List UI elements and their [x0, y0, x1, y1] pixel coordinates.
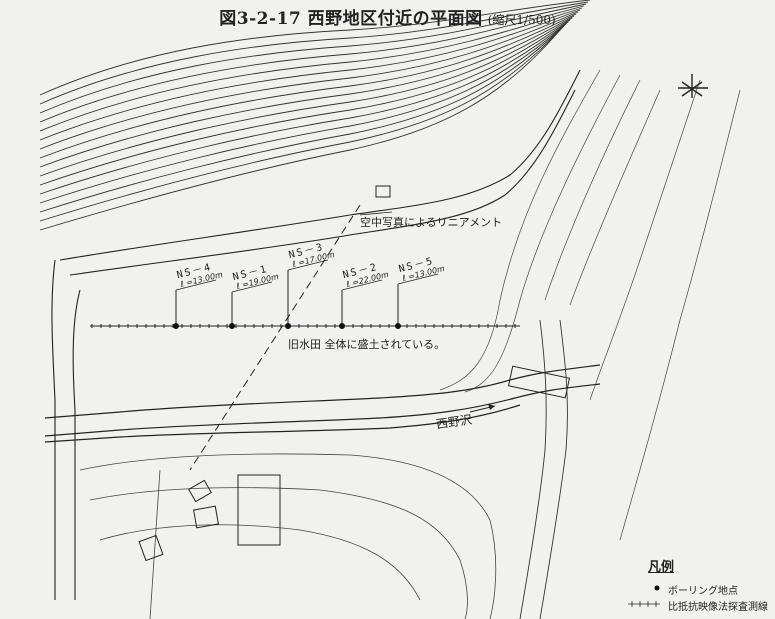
borehole-label-underline — [287, 259, 329, 271]
contour-line — [39, 19, 571, 186]
contour-line — [39, 17, 573, 177]
lineament-label: 空中写真によるリニアメント — [360, 216, 503, 229]
contour-line — [39, 25, 565, 213]
legend-line-icon — [628, 601, 660, 607]
contour-line — [39, 3, 587, 114]
title-scale: (縮尺1/500) — [487, 13, 556, 27]
borehole-point — [173, 323, 179, 329]
borehole-label-underline — [341, 279, 383, 291]
contour-line — [39, 0, 591, 96]
contour-line — [39, 13, 577, 159]
title-main: 図3-2-17 西野地区付近の平面図 — [219, 9, 483, 29]
contour-line — [39, 15, 575, 168]
contour-line — [39, 9, 581, 141]
river-channel — [44, 364, 601, 443]
contour-line — [39, 5, 585, 123]
borehole-label-underline — [175, 279, 217, 291]
buildings — [138, 185, 391, 562]
legend-dot-icon — [654, 585, 660, 591]
contour-line — [39, 7, 583, 132]
lineament-leader — [359, 211, 393, 216]
borehole-markers — [173, 259, 439, 329]
flow-arrow-head — [488, 404, 495, 410]
contour-line — [39, 11, 579, 150]
lower-terrain — [79, 453, 497, 619]
legend-title: 凡例 — [648, 560, 675, 575]
road — [51, 69, 581, 600]
legend-item-boring: ボーリング地点 — [668, 586, 738, 597]
borehole-point — [285, 323, 291, 329]
bridge — [507, 365, 571, 399]
contour-line — [39, 1, 589, 105]
borehole-point — [395, 323, 401, 329]
contour-lines — [39, 0, 591, 231]
lineament-line — [189, 204, 361, 471]
contour-line — [39, 23, 567, 204]
legend-item-survey: 比抵抗映像法探査測線 — [668, 602, 768, 613]
borehole-label-underline — [397, 273, 439, 285]
survey-line — [90, 324, 520, 328]
contour-line — [39, 29, 561, 231]
map-title: 図3-2-17 西野地区付近の平面図 (縮尺1/500) — [0, 4, 775, 29]
borehole-point — [339, 323, 345, 329]
north-arrow-icon — [678, 74, 708, 98]
contour-line — [39, 21, 569, 195]
borehole-label-underline — [231, 281, 273, 293]
right-road — [519, 319, 568, 619]
contour-line — [39, 27, 563, 222]
paddy-label: 旧水田 全体に盛土されている。 — [288, 338, 446, 351]
borehole-point — [229, 323, 235, 329]
right-slope-contours — [439, 69, 741, 541]
